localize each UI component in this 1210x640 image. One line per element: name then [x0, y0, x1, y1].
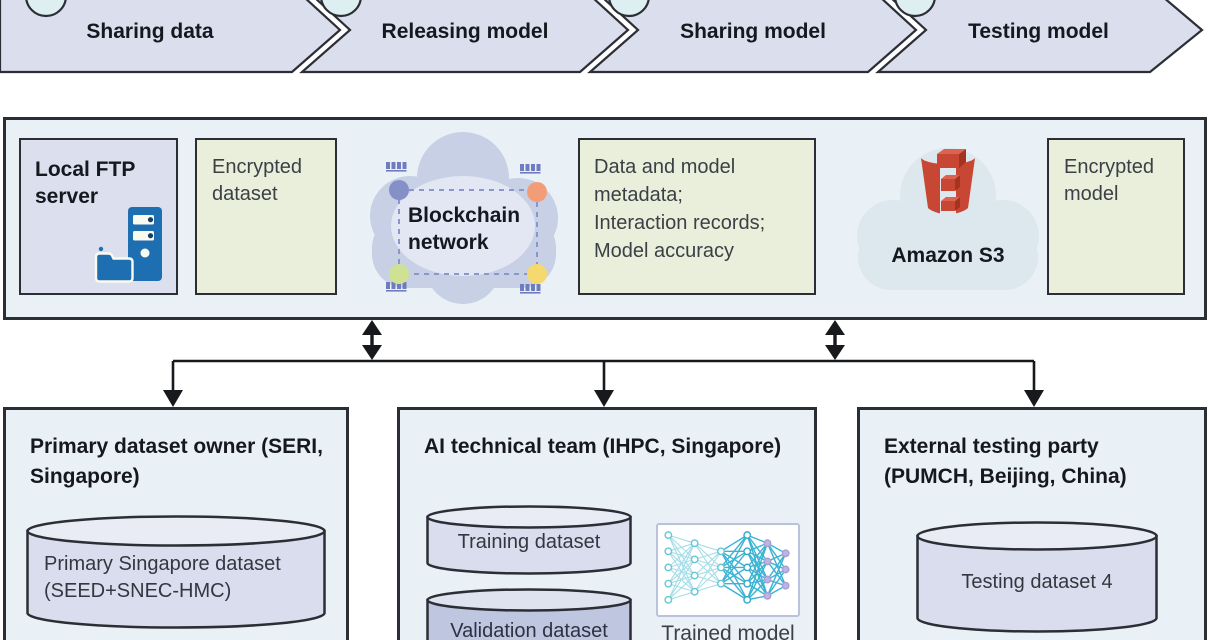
ai-technical-team-title: AI technical team (IHPC, Singapore)	[424, 435, 782, 458]
encrypted-model-box: Encrypted model	[1047, 138, 1185, 295]
step-label-testing-model: Testing model	[968, 20, 1109, 43]
node-dot-yellow	[527, 264, 547, 284]
step-circle-1	[25, 0, 67, 18]
arrowhead-down	[594, 390, 614, 407]
step-label-sharing-data: Sharing data	[86, 20, 214, 43]
validation-dataset-label: Validation dataset	[450, 620, 608, 640]
arrowhead-down	[825, 345, 845, 360]
blockchain-dashed-frame	[398, 189, 538, 275]
s3-cloud-icon	[857, 148, 1039, 290]
ledger-line-accuracy: Model accuracy	[594, 240, 735, 262]
blocks-icon	[386, 162, 407, 172]
step-circle-2	[320, 0, 362, 18]
blocks-icon	[520, 284, 541, 294]
database-cylinder-icon	[426, 505, 632, 575]
ledger-line-metadata: Data and model metadata;	[594, 156, 736, 206]
encrypted-dataset-box: Encrypted dataset	[195, 138, 337, 295]
training-dataset-cylinder: Training dataset	[426, 505, 632, 575]
external-testing-party-box: External testing party (PUMCH, Beijing, …	[857, 407, 1207, 640]
validation-dataset-cylinder: Validation dataset	[426, 588, 632, 640]
arrowhead-down	[1024, 390, 1044, 407]
step-circle-4	[894, 0, 936, 18]
node-dot-blue	[389, 180, 409, 200]
connector-arrows	[163, 320, 1044, 407]
trained-model-label: Trained model	[661, 622, 795, 640]
blockchain-network-cloud: Blockchain network	[358, 126, 568, 311]
arrowhead-down	[163, 390, 183, 407]
primary-dataset-owner-title: Primary dataset owner (SERI, Singapore)	[30, 435, 323, 488]
ai-technical-team-box: AI technical team (IHPC, Singapore) Trai…	[397, 407, 817, 640]
step-circle-3	[608, 0, 650, 18]
encrypted-dataset-label: Encrypted dataset	[212, 156, 303, 205]
blockchain-cloud-icon	[370, 132, 558, 304]
step-label-releasing-model: Releasing model	[381, 20, 549, 43]
testing-dataset-label: Testing dataset 4	[961, 571, 1113, 593]
trained-model-box	[656, 523, 800, 617]
platform-band: Local FTP server Encrypted dataset	[3, 117, 1207, 320]
chevron-step-2	[299, 0, 630, 74]
server-icon	[94, 207, 162, 283]
step-label-sharing-model: Sharing model	[680, 20, 826, 43]
external-testing-party-title: External testing party (PUMCH, Beijing, …	[884, 435, 1127, 488]
arrowhead-down	[362, 345, 382, 360]
chevron-step-4	[875, 0, 1204, 74]
primary-dataset-label: Primary Singapore dataset (SEED+SNEC-HMC…	[44, 553, 281, 602]
blocks-icon	[386, 282, 407, 292]
arrowhead-up	[362, 320, 382, 335]
primary-dataset-cylinder: Primary Singapore dataset (SEED+SNEC-HMC…	[26, 515, 326, 630]
primary-dataset-owner-box: Primary dataset owner (SERI, Singapore) …	[3, 407, 349, 640]
database-cylinder-icon	[26, 515, 326, 629]
testing-dataset-cylinder: Testing dataset 4	[916, 521, 1158, 633]
s3-bucket-icon	[921, 148, 975, 218]
local-ftp-server-box: Local FTP server	[19, 138, 178, 295]
workflow-band-graphic	[0, 0, 1204, 74]
encrypted-model-label: Encrypted model	[1064, 156, 1155, 205]
amazon-s3-cloud: Amazon S3	[848, 138, 1048, 310]
ledger-records-box: Data and model metadata; Interaction rec…	[578, 138, 816, 295]
chevron-step-3	[587, 0, 918, 74]
chevron-step-1	[0, 0, 342, 74]
arrowhead-up	[825, 320, 845, 335]
neural-network-icon	[664, 531, 790, 604]
database-cylinder-icon	[426, 588, 632, 640]
amazon-s3-label: Amazon S3	[891, 244, 1005, 267]
ledger-line-interaction: Interaction records;	[594, 212, 766, 234]
workflow-band: Sharing data Releasing model Sharing mod…	[0, 0, 1210, 78]
blockchain-network-label: Blockchain network	[408, 204, 521, 254]
database-cylinder-icon	[916, 521, 1158, 633]
blocks-icon	[520, 164, 541, 174]
local-ftp-server-label: Local FTP server	[35, 158, 135, 208]
training-dataset-label: Training dataset	[457, 531, 601, 553]
node-dot-salmon	[527, 182, 547, 202]
node-dot-green	[389, 264, 409, 284]
